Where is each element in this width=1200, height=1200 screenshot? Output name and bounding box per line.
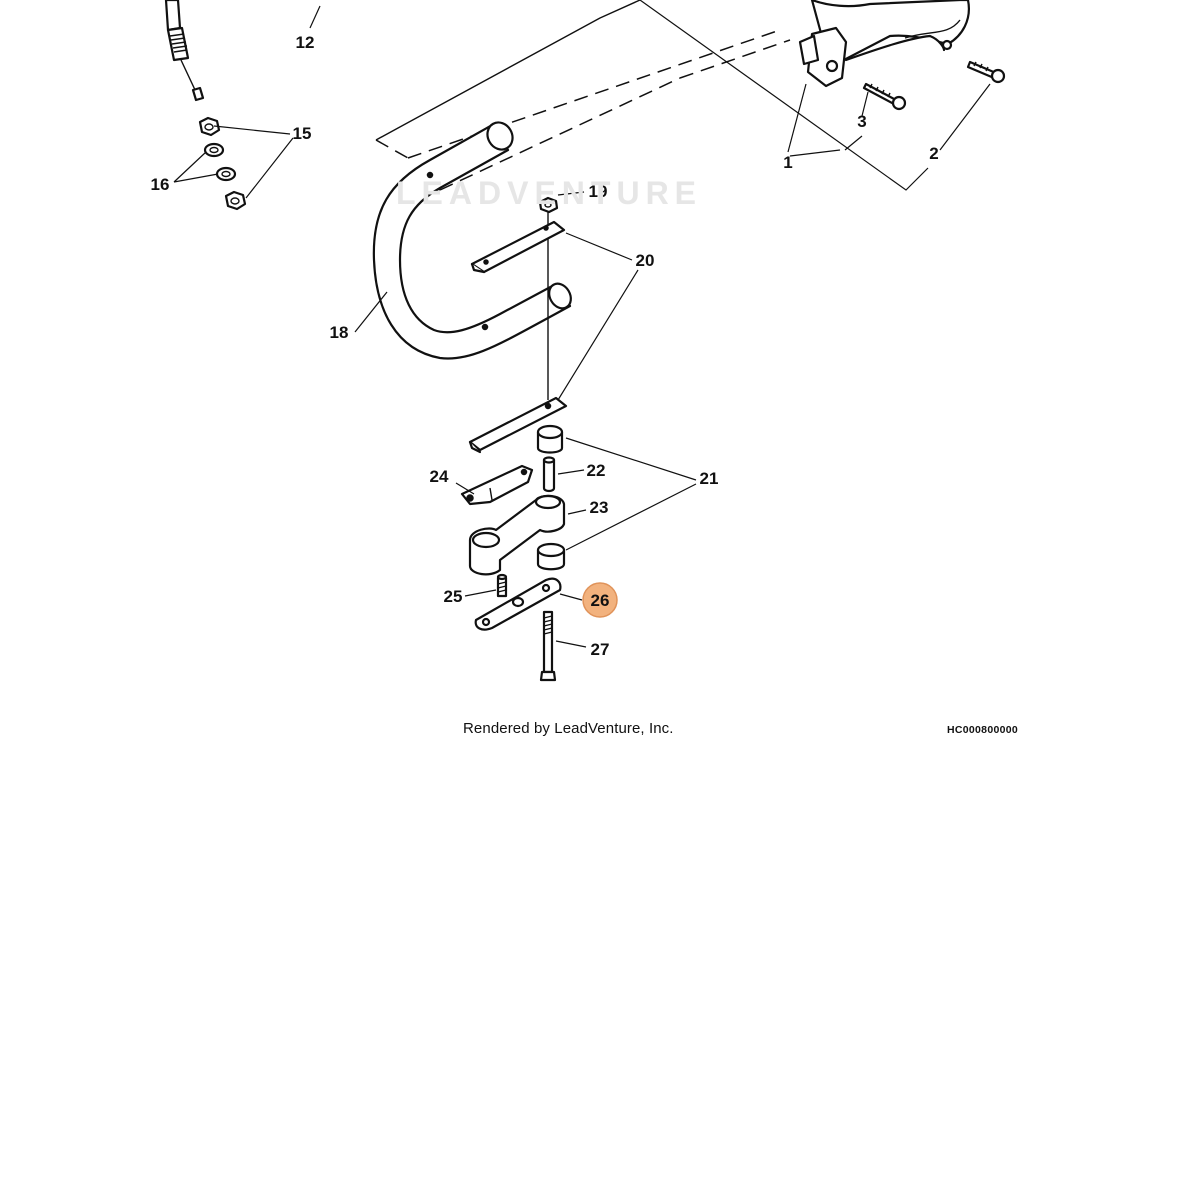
part-25-screw [496, 573, 508, 598]
part-12-cable [164, 0, 205, 102]
callout-27[interactable]: 27 [591, 640, 610, 659]
callout-16[interactable]: 16 [151, 175, 170, 194]
part-3-screw [862, 82, 907, 111]
diagram-code: HC000800000 [947, 724, 1019, 736]
part-20-upper-clamp [470, 220, 566, 274]
callout-24[interactable]: 24 [430, 467, 449, 486]
callout-23[interactable]: 23 [590, 498, 609, 517]
part-23-mount-arm [468, 494, 566, 576]
callout-2[interactable]: 2 [929, 144, 938, 163]
part-2-screw [966, 60, 1006, 84]
callout-1[interactable]: 1 [783, 153, 792, 172]
part-26-plate [474, 577, 562, 631]
highlight-circle-26[interactable] [582, 582, 618, 618]
part-15-16-nuts-washers [198, 116, 247, 211]
callout-22[interactable]: 22 [587, 461, 606, 480]
callout-25[interactable]: 25 [444, 587, 463, 606]
part-20-lower-clamp [468, 396, 568, 454]
callout-3[interactable]: 3 [857, 112, 866, 131]
callout-12[interactable]: 12 [296, 33, 315, 52]
shaft-outline [375, 0, 791, 191]
part-1-handle-assembly [798, 0, 970, 88]
part-21-lower-spacer [536, 542, 566, 571]
watermark-text: LEADVENTURE [396, 175, 703, 211]
callout-18[interactable]: 18 [330, 323, 349, 342]
callout-21[interactable]: 21 [700, 469, 719, 488]
callout-20[interactable]: 20 [636, 251, 655, 270]
credit-text: Rendered by LeadVenture, Inc. [463, 720, 674, 737]
part-22-pin [542, 456, 556, 493]
callout-19[interactable]: 19 [589, 182, 608, 201]
part-19-nut [538, 196, 559, 214]
callout-15[interactable]: 15 [293, 124, 312, 143]
part-24-bracket [460, 464, 534, 506]
leader-lines [173, 0, 991, 648]
callout-26[interactable]: 26 [591, 591, 610, 610]
part-21-upper-spacer [536, 424, 564, 454]
part-27-bolt [539, 610, 557, 682]
